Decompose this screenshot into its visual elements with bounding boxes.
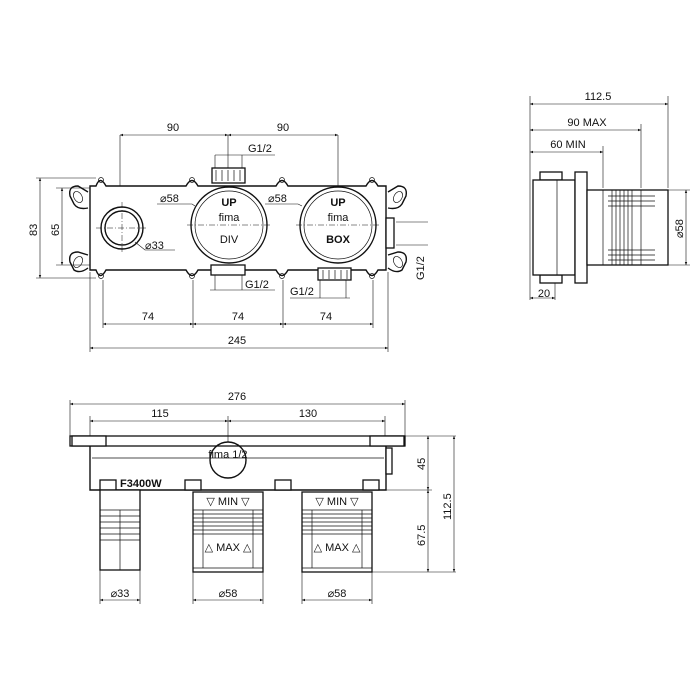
- side-dim-60-min: 60 MIN: [550, 139, 586, 151]
- model-label: F3400W: [120, 478, 162, 490]
- top-port: [211, 167, 246, 184]
- up-label: UP: [221, 197, 236, 209]
- div-label: DIV: [220, 234, 239, 246]
- side-dim-90-max: 90 MAX: [567, 117, 607, 129]
- front-dimensions: 90 90 G1/2 ⌀58 ⌀58 ⌀33 G1/2 G1/2 G1/2 83…: [28, 122, 428, 352]
- box-label: BOX: [326, 234, 351, 246]
- dim-115: 115: [151, 408, 169, 420]
- dim-58-a: ⌀58: [219, 588, 238, 600]
- max-label-b: △ MAX △: [314, 542, 361, 554]
- dim-g12-top: G1/2: [248, 143, 272, 155]
- dim-45: 45: [416, 458, 428, 470]
- cartridge-58-b: [301, 491, 373, 573]
- dim-90-left: 90: [167, 122, 179, 134]
- dim-g12-bottom-box: G1/2: [290, 286, 314, 298]
- box-cartridge: UP fima BOX: [296, 186, 380, 264]
- dim-90-right: 90: [277, 122, 289, 134]
- dim-74-b: 74: [232, 311, 244, 323]
- dim-58-div: ⌀58: [160, 193, 179, 205]
- dim-276: 276: [228, 391, 246, 403]
- cartridge-58-a: [192, 491, 264, 573]
- min-label-a: ▽ MIN ▽: [206, 496, 250, 508]
- bottom-port-div: [210, 264, 246, 276]
- dim-33-bottom: ⌀33: [111, 588, 130, 600]
- dim-58-b: ⌀58: [328, 588, 347, 600]
- right-port: [385, 217, 395, 249]
- side-view: 112.5 90 MAX 60 MIN 20 ⌀58: [529, 91, 690, 300]
- side-dim-58: ⌀58: [674, 219, 686, 238]
- side-body: [532, 179, 576, 276]
- bottom-dimensions: 276 115 130 45 67.5 112.5 ⌀33 ⌀58 ⌀58: [69, 391, 456, 604]
- bottom-port-box: [317, 267, 352, 281]
- div-brand: fima: [219, 212, 241, 224]
- box-brand: fima: [328, 212, 350, 224]
- front-view: UP fima DIV UP fima BOX 90 90 G1/2 ⌀58 ⌀…: [28, 122, 428, 352]
- plug-label: fima 1/2: [208, 449, 247, 461]
- dim-65: 65: [50, 224, 62, 236]
- side-extension: [586, 189, 669, 266]
- mounting-ears: [68, 185, 408, 273]
- dim-67-5: 67.5: [416, 525, 428, 546]
- up-label: UP: [330, 197, 345, 209]
- dim-83: 83: [28, 224, 40, 236]
- dim-33: ⌀33: [145, 240, 164, 252]
- front-body: [89, 179, 387, 277]
- bottom-view: fima 1/2 F3400W ▽ MIN ▽ △ MAX △ ▽ MIN ▽ …: [69, 391, 456, 604]
- dim-130: 130: [299, 408, 317, 420]
- min-label-b: ▽ MIN ▽: [315, 496, 359, 508]
- bottom-plate: [69, 435, 406, 447]
- dim-g12-bottom-div: G1/2: [245, 279, 269, 291]
- div-cartridge: UP fima DIV: [187, 186, 271, 264]
- max-label-a: △ MAX △: [205, 542, 252, 554]
- dim-74-a: 74: [142, 311, 154, 323]
- dim-58-box: ⌀58: [268, 193, 287, 205]
- dim-112-5: 112.5: [442, 493, 454, 520]
- side-dim-20: 20: [538, 288, 550, 300]
- side-dimensions: 112.5 90 MAX 60 MIN 20 ⌀58: [529, 91, 690, 300]
- dim-74-c: 74: [320, 311, 332, 323]
- side-dim-112-5: 112.5: [585, 91, 612, 103]
- screw-holes: [98, 177, 375, 279]
- dim-g12-right: G1/2: [415, 256, 427, 280]
- dim-245: 245: [228, 335, 246, 347]
